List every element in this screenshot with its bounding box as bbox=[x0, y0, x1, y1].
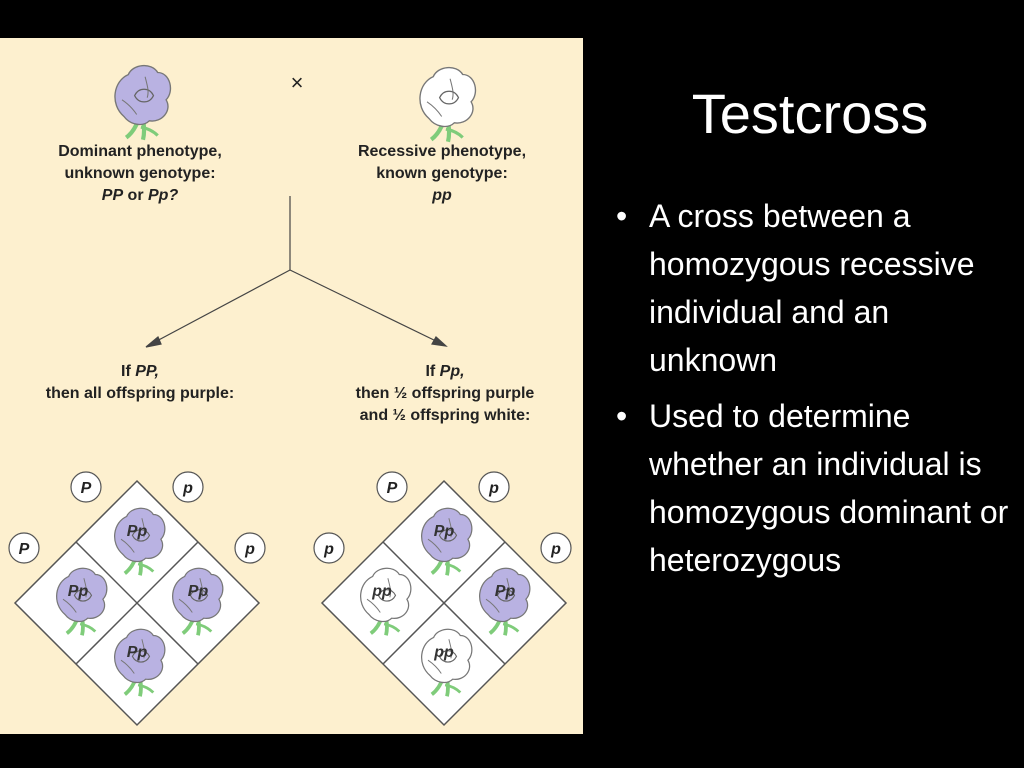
punnett-left-cell-bottom-label: Pp bbox=[127, 644, 148, 661]
punnett-left-cell-top-label: Pp bbox=[127, 523, 148, 540]
bullet-list: A cross between a homozygous recessive i… bbox=[612, 192, 1012, 592]
svg-text:P: P bbox=[81, 480, 92, 497]
punnett-square-right: Pp pp Pp pp P p p p bbox=[313, 471, 572, 727]
cross-lines bbox=[145, 196, 448, 348]
svg-text:p: p bbox=[550, 541, 561, 558]
svg-text:P: P bbox=[19, 541, 30, 558]
punnett-right-cell-left-label: pp bbox=[371, 583, 392, 600]
outcome-homozygous-label: If PP, then all offspring purple: bbox=[45, 363, 235, 402]
punnett-left-allele-top-left: P bbox=[70, 471, 102, 503]
punnett-right-cell-right-label: Pp bbox=[495, 583, 516, 600]
punnett-left-allele-right: p bbox=[234, 532, 266, 564]
outcome-heterozygous-label: If Pp, then ½ offspring purple and ½ off… bbox=[355, 363, 535, 424]
svg-text:p: p bbox=[182, 480, 193, 497]
dominant-parent-label: Dominant phenotype, unknown genotype: PP… bbox=[58, 143, 222, 204]
punnett-right-allele-left: p bbox=[313, 532, 345, 564]
punnett-right-allele-top-left: P bbox=[376, 471, 408, 503]
svg-text:P: P bbox=[387, 480, 398, 497]
punnett-left-cell-right-label: Pp bbox=[188, 583, 209, 600]
recessive-parent-flower bbox=[420, 68, 476, 142]
recessive-parent-label: Recessive phenotype, known genotype: pp bbox=[357, 143, 527, 204]
svg-text:p: p bbox=[323, 541, 334, 558]
testcross-diagram: Pp Pp Pp Pp P p P p bbox=[0, 38, 583, 734]
diagram-graphics: Pp Pp Pp Pp P p P p bbox=[8, 38, 572, 727]
punnett-left-allele-left: P bbox=[8, 532, 40, 564]
punnett-right-allele-right: p bbox=[540, 532, 572, 564]
punnett-square-left: Pp Pp Pp Pp P p P p bbox=[8, 471, 266, 727]
bullet-item: A cross between a homozygous recessive i… bbox=[612, 192, 1012, 384]
punnett-right-allele-top-right: p bbox=[478, 471, 510, 503]
punnett-left-cell-left-label: Pp bbox=[68, 583, 89, 600]
svg-text:p: p bbox=[488, 480, 499, 497]
dominant-parent-flower bbox=[115, 66, 171, 140]
cross-symbol: × bbox=[290, 70, 304, 95]
punnett-right-cell-bottom-label: pp bbox=[433, 644, 454, 661]
punnett-left-allele-top-right: p bbox=[172, 471, 204, 503]
slide-title: Testcross bbox=[691, 82, 929, 145]
bullet-item: Used to determine whether an individual … bbox=[612, 392, 1012, 584]
punnett-right-cell-top-label: Pp bbox=[434, 523, 455, 540]
svg-text:p: p bbox=[244, 541, 255, 558]
